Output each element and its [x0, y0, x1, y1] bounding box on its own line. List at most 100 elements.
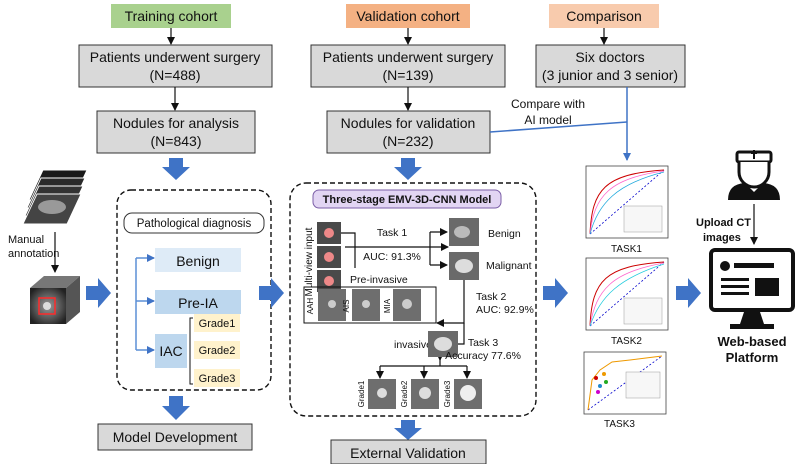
svg-text:images: images — [703, 232, 741, 244]
svg-text:AIS: AIS — [342, 300, 351, 313]
svg-text:TASK2: TASK2 — [611, 336, 642, 347]
fat-arrow-to-model — [259, 278, 284, 308]
grade3-box: Grade3 — [194, 369, 240, 387]
header-comparison: Comparison — [549, 4, 659, 28]
training-nodules-box: Nodules for analysis (N=843) — [96, 110, 256, 154]
grade2-image: Grade2 — [400, 379, 439, 409]
svg-text:Platform: Platform — [726, 350, 779, 365]
svg-text:Grade1: Grade1 — [199, 318, 236, 330]
svg-text:Validation cohort: Validation cohort — [356, 8, 459, 24]
svg-text:Grade3: Grade3 — [199, 373, 236, 385]
svg-text:(N=488): (N=488) — [150, 67, 201, 83]
fat-arrow-to-pathology — [86, 278, 111, 308]
grade-bracket — [189, 317, 193, 385]
svg-text:AI model: AI model — [524, 113, 571, 127]
aah-image: AAH — [306, 289, 346, 321]
task2-label: Task 2 AUC: 92.9% — [476, 291, 534, 316]
invasive-label: invasive — [394, 339, 432, 351]
svg-text:(N=232): (N=232) — [383, 133, 434, 149]
svg-text:Pre-IA: Pre-IA — [178, 295, 218, 311]
svg-text:Task 1: Task 1 — [377, 227, 408, 239]
header-training: Training cohort — [111, 4, 231, 28]
preia-box: Pre-IA — [155, 290, 241, 314]
svg-text:Upload CT: Upload CT — [696, 217, 751, 229]
fat-arrow-training-1 — [162, 158, 190, 180]
svg-text:Compare with: Compare with — [511, 97, 585, 111]
upload-label: Upload CT images — [696, 217, 751, 244]
multiview-label: Multi-view input — [304, 227, 315, 296]
iac-box: IAC — [155, 334, 187, 368]
svg-text:MIA: MIA — [383, 298, 392, 313]
svg-text:Web-based: Web-based — [717, 334, 786, 349]
svg-text:annotation: annotation — [8, 248, 59, 260]
header-validation: Validation cohort — [346, 4, 470, 28]
svg-text:AUC: 92.9%: AUC: 92.9% — [476, 304, 534, 316]
svg-text:External Validation: External Validation — [350, 445, 466, 461]
fat-arrow-validation-1 — [394, 158, 422, 180]
compare-label: Compare with AI model — [511, 97, 585, 127]
model-development-box: Model Development — [97, 423, 253, 451]
fat-arrow-validation-2 — [394, 420, 422, 440]
svg-text:IAC: IAC — [159, 343, 182, 359]
external-validation-box: External Validation — [330, 439, 487, 464]
grade1-box: Grade1 — [194, 314, 240, 332]
roc-chart-task2: TASK2 — [585, 257, 669, 347]
svg-text:AAH: AAH — [306, 298, 315, 315]
svg-text:Training cohort: Training cohort — [125, 8, 218, 24]
roc-chart-task3: TASK3 — [583, 351, 667, 430]
svg-text:Task 2: Task 2 — [476, 291, 507, 303]
platform-label: Web-based Platform — [717, 334, 786, 365]
svg-text:Grade1: Grade1 — [357, 380, 366, 407]
svg-text:AUC: 91.3%: AUC: 91.3% — [363, 251, 421, 263]
benign-label: Benign — [488, 228, 521, 240]
svg-text:Nodules for validation: Nodules for validation — [341, 115, 476, 131]
svg-text:Accuracy 77.6%: Accuracy 77.6% — [445, 350, 521, 362]
svg-text:Six doctors: Six doctors — [575, 49, 644, 65]
ais-image: AIS — [342, 289, 380, 321]
grade3-image: Grade3 — [443, 379, 482, 409]
svg-text:Grade2: Grade2 — [400, 380, 409, 407]
svg-text:Patients underwent surgery: Patients underwent surgery — [90, 49, 260, 65]
nodule-cube-image — [30, 276, 80, 324]
six-doctors-box: Six doctors (3 junior and 3 senior) — [535, 44, 686, 88]
svg-text:Model Development: Model Development — [113, 429, 238, 445]
svg-text:Patients underwent surgery: Patients underwent surgery — [323, 49, 493, 65]
preinvasive-label: Pre-invasive — [350, 274, 408, 286]
model-title: Three-stage EMV-3D-CNN Model — [312, 189, 502, 209]
svg-text:Three-stage EMV-3D-CNN Model: Three-stage EMV-3D-CNN Model — [323, 194, 492, 206]
ct-slice-stack — [22, 169, 88, 225]
svg-text:Benign: Benign — [176, 253, 220, 269]
svg-text:(N=843): (N=843) — [151, 133, 202, 149]
monitor-icon — [709, 248, 795, 329]
malignant-label: Malignant — [486, 260, 532, 272]
svg-text:Grade2: Grade2 — [199, 345, 236, 357]
pathology-title: Pathological diagnosis — [123, 212, 265, 234]
svg-text:TASK1: TASK1 — [611, 244, 642, 255]
fat-arrow-to-platform — [676, 278, 701, 308]
svg-text:Comparison: Comparison — [566, 8, 641, 24]
validation-nodules-box: Nodules for validation (N=232) — [326, 110, 491, 154]
svg-text:Task 3: Task 3 — [468, 337, 499, 349]
preinvasive-panel — [303, 286, 437, 324]
manual-annotation-label: Manual annotation — [8, 234, 59, 260]
svg-text:TASK3: TASK3 — [604, 419, 635, 430]
svg-text:(3 junior and 3 senior): (3 junior and 3 senior) — [542, 67, 678, 83]
benign-box: Benign — [155, 248, 241, 272]
doctor-icon — [728, 150, 780, 200]
fat-arrow-to-roc — [543, 278, 568, 308]
roc-chart-task1: TASK1 — [585, 165, 669, 255]
svg-text:(N=139): (N=139) — [383, 67, 434, 83]
svg-text:Grade3: Grade3 — [443, 380, 452, 407]
svg-text:Manual: Manual — [8, 234, 44, 246]
grade1-image: Grade1 — [357, 379, 396, 409]
fat-arrow-training-2 — [162, 396, 190, 420]
mia-image: MIA — [383, 289, 421, 321]
bracket-input — [341, 232, 356, 268]
svg-text:Nodules for analysis: Nodules for analysis — [113, 115, 239, 131]
task3-label: Task 3 Accuracy 77.6% — [445, 337, 521, 362]
multiview-input-images — [317, 222, 341, 292]
grade2-box: Grade2 — [194, 341, 240, 359]
training-patients-box: Patients underwent surgery (N=488) — [78, 44, 273, 88]
task1-label: Task 1 AUC: 91.3% — [363, 227, 421, 263]
